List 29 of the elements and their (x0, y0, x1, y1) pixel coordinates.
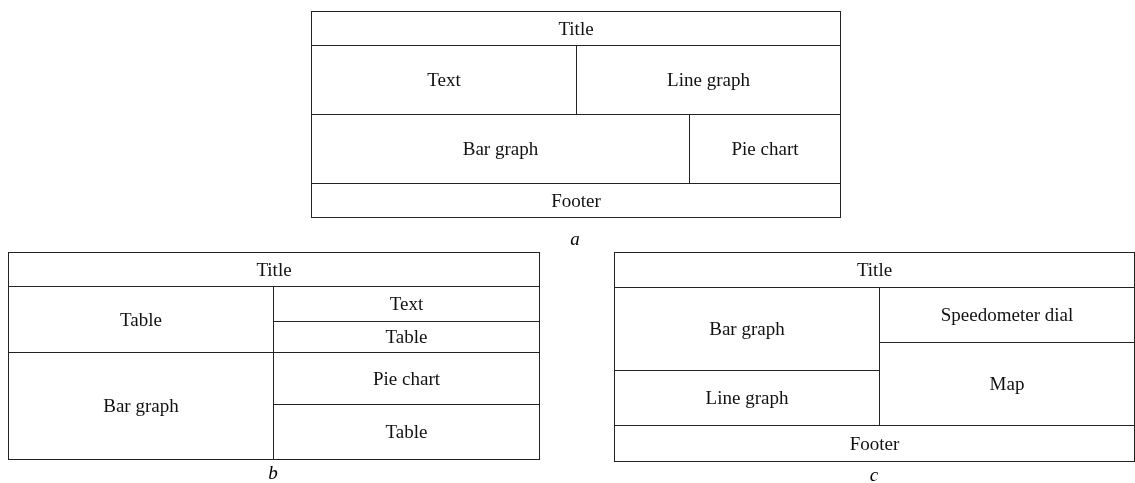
cell-label: Title (856, 259, 893, 281)
cell-label: Title (256, 258, 292, 281)
cell-label: Text (427, 69, 461, 91)
layout-cell (614, 425, 1135, 462)
cell-label: Table (385, 421, 428, 443)
cell-label: Bar graph (103, 395, 179, 417)
cell-label: Bar graph (709, 318, 785, 340)
cell-label: Pie chart (373, 367, 440, 390)
panel-letter: a (570, 228, 580, 250)
cell-label: Table (120, 308, 162, 331)
layout-cell (311, 11, 841, 46)
layout-cell (8, 352, 274, 460)
cell-label: Text (389, 293, 424, 315)
cell-label: Speedometer dial (940, 304, 1074, 326)
layout-cell (273, 404, 540, 460)
cell-label: Footer (551, 189, 601, 212)
cell-label: Map (989, 373, 1025, 395)
panel-letter: b (268, 462, 278, 483)
panel-letter: c (869, 464, 879, 483)
cell-label: Line graph (667, 69, 750, 91)
cell-label: Line graph (705, 387, 789, 409)
cell-label: Table (385, 326, 428, 348)
layout-cell (614, 252, 1135, 288)
cell-label: Title (558, 17, 594, 40)
cell-label: Footer (849, 432, 900, 455)
layout-cell (311, 183, 841, 218)
layout-cell (8, 252, 540, 287)
cell-label: Bar graph (462, 138, 539, 160)
cell-label: Pie chart (731, 138, 799, 160)
